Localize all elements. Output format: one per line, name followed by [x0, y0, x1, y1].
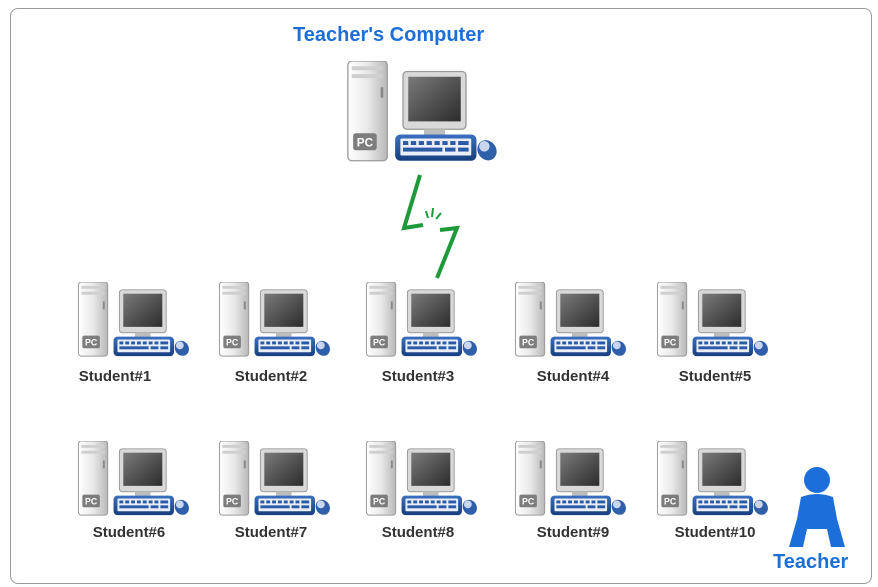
student-9-computer-icon	[513, 441, 631, 519]
student-label-10: Student#10	[674, 524, 756, 541]
teacher-person-icon	[789, 467, 845, 547]
teacher-computer-title: Teacher's Computer	[293, 24, 485, 46]
student-label-8: Student#8	[381, 524, 455, 541]
student-8-computer-icon	[364, 441, 482, 519]
student-3-computer-icon	[364, 282, 482, 360]
student-label-5: Student#5	[678, 368, 752, 385]
student-2-computer-icon	[217, 282, 335, 360]
student-4-computer-icon	[513, 282, 631, 360]
student-label-1: Student#1	[78, 368, 152, 385]
student-10-computer-icon	[655, 441, 773, 519]
student-5-computer-icon	[655, 282, 773, 360]
network-link-icon	[401, 174, 461, 279]
student-label-6: Student#6	[92, 524, 166, 541]
student-label-3: Student#3	[381, 368, 455, 385]
teacher-computer-icon	[345, 61, 503, 166]
student-label-2: Student#2	[234, 368, 308, 385]
student-label-7: Student#7	[234, 524, 308, 541]
student-6-computer-icon	[76, 441, 194, 519]
student-1-computer-icon	[76, 282, 194, 360]
student-7-computer-icon	[217, 441, 335, 519]
student-label-9: Student#9	[536, 524, 610, 541]
student-label-4: Student#4	[536, 368, 610, 385]
teacher-label: Teacher	[773, 551, 849, 573]
